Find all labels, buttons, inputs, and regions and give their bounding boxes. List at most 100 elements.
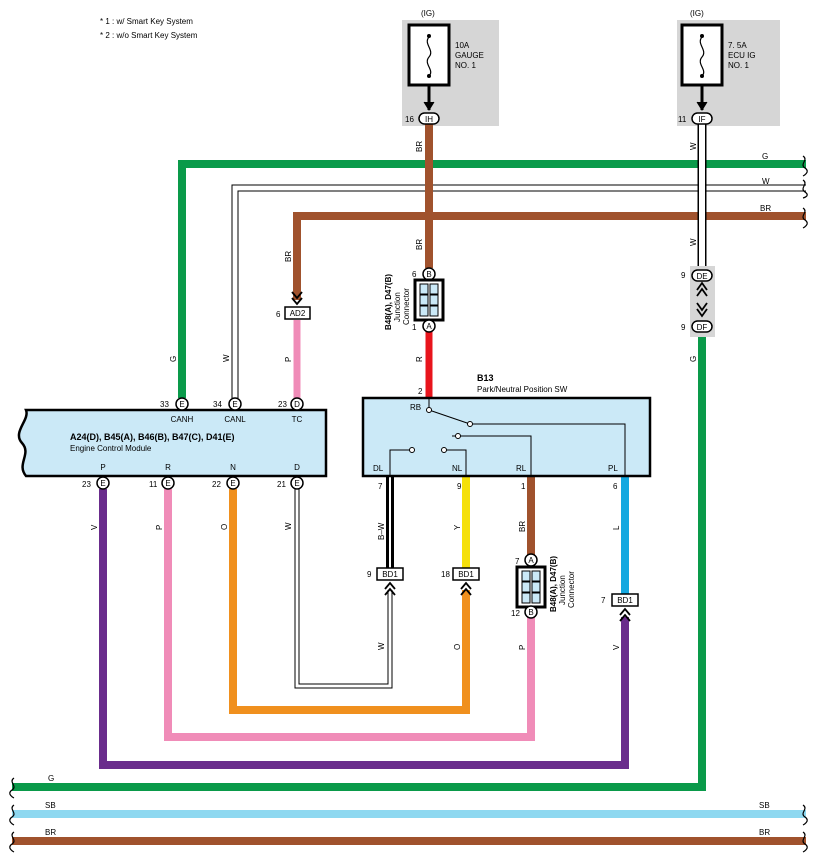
switch-box (361, 396, 652, 478)
svg-text:7: 7 (515, 557, 520, 566)
svg-text:BR: BR (284, 251, 293, 262)
svg-text:BR: BR (415, 239, 424, 250)
svg-text:E: E (230, 479, 235, 488)
svg-text:P: P (284, 357, 293, 362)
ecm-terminal-canh: CANH (171, 415, 194, 424)
svg-text:2: 2 (418, 387, 423, 396)
wire-w-d-outline (294, 489, 393, 689)
switch-terminal-rl: RL (516, 464, 527, 473)
svg-text:B: B (426, 270, 431, 279)
bus-w-top (232, 185, 806, 398)
svg-text:7: 7 (378, 482, 383, 491)
svg-text:22: 22 (212, 480, 221, 489)
fuse-ecu-ig: (IG) 7. 5A ECU IG NO. 1 (677, 9, 780, 126)
ecm-name: Engine Control Module (70, 444, 152, 453)
junction-connector-top-id: B48(A), D47(B) (384, 274, 393, 330)
svg-text:O: O (453, 644, 462, 650)
svg-text:E: E (165, 479, 170, 488)
svg-text:23: 23 (278, 400, 287, 409)
junction-connector-bottom: 7 A 12 B B48(A), D47(B) Junction Connect… (511, 553, 576, 619)
svg-text:P: P (155, 525, 164, 530)
arrow-down-icon (423, 101, 435, 111)
fuse-ecu-ig-rating: 7. 5A (728, 41, 747, 50)
svg-text:G: G (48, 774, 54, 783)
svg-text:BD1: BD1 (458, 570, 474, 579)
svg-text:W: W (222, 354, 231, 362)
svg-text:SB: SB (759, 801, 770, 810)
svg-text:IH: IH (425, 115, 433, 124)
wire-p-r (164, 489, 535, 741)
svg-text:BR: BR (760, 204, 771, 213)
svg-text:9: 9 (457, 482, 462, 491)
svg-text:DF: DF (697, 323, 708, 332)
connector-df (691, 320, 713, 333)
svg-text:21: 21 (277, 480, 286, 489)
svg-text:W: W (762, 177, 770, 186)
svg-text:A: A (528, 556, 534, 565)
svg-text:W: W (689, 238, 698, 246)
connector-chevron-icon (460, 581, 472, 596)
connector-bd1-nl: 18 BD1 (441, 567, 480, 596)
svg-text:7: 7 (601, 596, 606, 605)
ecm-terminal-canl: CANL (224, 415, 246, 424)
connector-if: 11 IF (678, 112, 713, 125)
svg-text:W: W (689, 142, 698, 150)
svg-text:16: 16 (405, 115, 414, 124)
svg-text:9: 9 (681, 323, 686, 332)
connector-bd1-dl: 9 BD1 (367, 567, 404, 596)
svg-text:BD1: BD1 (382, 570, 398, 579)
connector-de-df: 9 DE 9 DF (681, 266, 715, 337)
wire-v-p (99, 489, 629, 769)
svg-text:6: 6 (412, 270, 417, 279)
fuse-ecu-ig-name: ECU IG (728, 51, 756, 60)
wire-o-n (229, 489, 470, 714)
svg-text:E: E (179, 400, 184, 409)
svg-text:E: E (294, 479, 299, 488)
ecm-box (17, 408, 328, 478)
wire-labels: BR W G W BR BR W BR P R G G W V P O W B–… (45, 141, 771, 837)
svg-text:DE: DE (696, 272, 707, 281)
svg-text:E: E (100, 479, 105, 488)
connector-ad2: 6 AD2 (276, 291, 311, 320)
fuse-ecu-ig-number: NO. 1 (728, 61, 749, 70)
junction-connector-bottom-id: B48(A), D47(B) (549, 556, 558, 612)
svg-text:Connector: Connector (402, 288, 411, 325)
svg-text:11: 11 (678, 115, 687, 124)
svg-text:12: 12 (511, 609, 520, 618)
ecm-terminal-r: R (165, 463, 171, 472)
wire-w-d (295, 489, 392, 688)
bus-break-marks (9, 155, 808, 853)
svg-text:9: 9 (367, 570, 372, 579)
ecm-terminal-d: D (294, 463, 300, 472)
svg-text:33: 33 (160, 400, 169, 409)
fuse-gauge: (IG) 10A GAUGE NO. 1 (402, 9, 499, 126)
svg-text:B: B (528, 608, 533, 617)
svg-text:23: 23 (82, 480, 91, 489)
svg-text:AD2: AD2 (290, 309, 306, 318)
svg-text:O: O (220, 524, 229, 530)
svg-text:B–W: B–W (377, 522, 386, 540)
svg-text:V: V (90, 524, 99, 530)
svg-text:P: P (518, 645, 527, 650)
switch-id: B13 (477, 373, 494, 383)
svg-text:18: 18 (441, 570, 450, 579)
svg-text:L: L (612, 525, 621, 530)
svg-text:Y: Y (453, 524, 462, 530)
connector-chevron-icon (696, 281, 708, 297)
svg-text:6: 6 (276, 310, 281, 319)
connector-chevron-icon (384, 581, 396, 596)
svg-text:G: G (169, 356, 178, 362)
svg-text:W: W (377, 642, 386, 650)
connector-chevron-icon (696, 302, 708, 318)
switch-terminal-pl: PL (608, 464, 618, 473)
junction-connector-top: 6 B 1 A B48(A), D47(B) Junction Connecto… (384, 267, 445, 333)
svg-text:1: 1 (521, 482, 526, 491)
arrow-down-icon (696, 101, 708, 111)
svg-text:Junction: Junction (393, 292, 402, 322)
svg-text:11: 11 (149, 480, 158, 489)
svg-text:6: 6 (613, 482, 618, 491)
note-smart-key: * 1 : w/ Smart Key System (100, 17, 193, 26)
bus-br-top (293, 212, 806, 300)
wire-g-df (12, 335, 706, 791)
svg-text:BR: BR (518, 521, 527, 532)
